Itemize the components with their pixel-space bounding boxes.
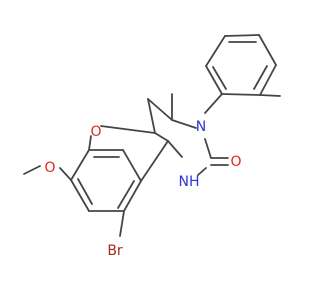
bond — [259, 64, 277, 96]
bond — [70, 149, 90, 181]
carbonyl-oxygen-label: O — [230, 154, 241, 170]
bond — [88, 135, 92, 151]
bond — [123, 180, 142, 212]
bond — [140, 140, 169, 182]
methoxy-oxygen-label: O — [44, 160, 55, 176]
bond — [204, 138, 212, 159]
bond — [122, 149, 142, 182]
bond — [204, 93, 223, 114]
bond — [117, 180, 135, 209]
bond — [147, 98, 173, 121]
bond — [167, 140, 183, 158]
bond — [70, 179, 90, 212]
bond-layer — [23, 34, 281, 237]
bond — [147, 98, 156, 134]
nh-label: NH — [179, 174, 200, 190]
bromine-label: Br — [107, 243, 123, 259]
bond — [253, 65, 268, 90]
bond — [23, 165, 41, 175]
bond — [171, 119, 197, 129]
bond — [100, 125, 156, 134]
bond — [77, 178, 93, 205]
amide-nitrogen-label: N — [196, 119, 206, 135]
bond — [258, 34, 277, 66]
bond — [59, 167, 72, 181]
bond — [197, 167, 207, 176]
bond — [212, 66, 227, 90]
ring-oxygen-label: O — [90, 124, 101, 140]
molecule-structure: O O O N NH Br — [23, 34, 281, 259]
bond — [154, 132, 169, 142]
bond — [221, 93, 261, 96]
bond — [205, 65, 223, 95]
bond — [224, 34, 260, 37]
bond — [119, 210, 125, 237]
molecule-canvas: O O O N NH Br — [23, 34, 281, 259]
bond — [259, 94, 281, 97]
bond — [205, 35, 226, 67]
atom-label-layer: O O O N NH Br — [44, 119, 241, 259]
